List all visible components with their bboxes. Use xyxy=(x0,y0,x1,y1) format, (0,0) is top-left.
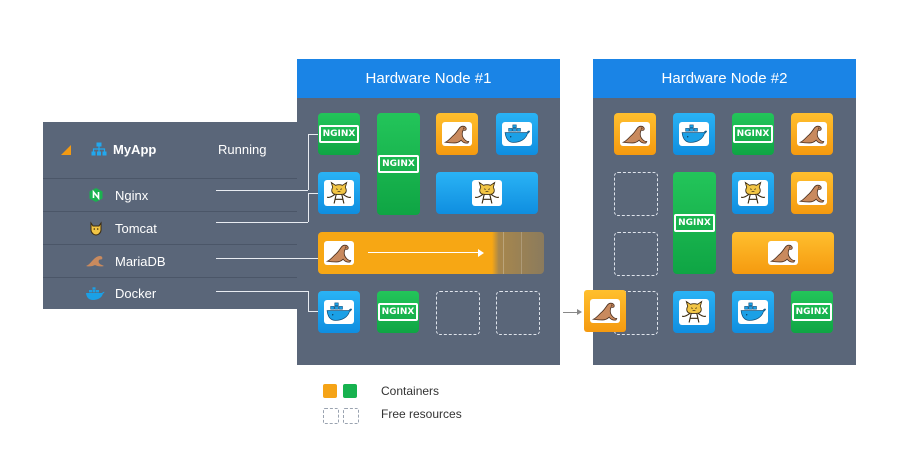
connector-line xyxy=(308,134,318,135)
scale-arrow-head xyxy=(478,249,484,257)
app-status: Running xyxy=(218,142,267,157)
connector-line xyxy=(216,258,318,259)
row-divider xyxy=(43,178,299,179)
mariadb-container[interactable] xyxy=(436,113,478,155)
component-row-tomcat[interactable]: Tomcat xyxy=(43,212,299,244)
component-label: MariaDB xyxy=(115,254,166,269)
nginx-icon: NGINX xyxy=(378,155,419,173)
nginx-icon: NGINX xyxy=(674,214,715,232)
docker-icon xyxy=(324,300,354,324)
docker-icon xyxy=(738,300,768,324)
free-slot xyxy=(496,291,540,335)
free-slot xyxy=(436,291,480,335)
mariadb-icon xyxy=(768,241,798,265)
tomcat-container[interactable] xyxy=(673,291,715,333)
nginx-icon: NGINX xyxy=(791,303,833,321)
docker-container[interactable] xyxy=(318,291,360,333)
mariadb-icon xyxy=(620,122,650,146)
free-slot xyxy=(614,172,658,216)
nginx-container[interactable]: NGINX xyxy=(318,113,360,155)
collapse-triangle-icon[interactable] xyxy=(61,145,71,155)
nginx-container[interactable]: NGINX xyxy=(791,291,833,333)
mariadb-container-wide[interactable] xyxy=(732,232,834,274)
connector-line xyxy=(216,190,308,191)
row-divider xyxy=(43,277,299,278)
mariadb-icon xyxy=(590,299,620,323)
mariadb-icon xyxy=(797,122,827,146)
nginx-icon xyxy=(88,187,104,203)
mariadb-icon xyxy=(85,254,105,268)
mariadb-icon xyxy=(324,241,354,265)
docker-container[interactable] xyxy=(496,113,538,155)
node-2-header: Hardware Node #2 xyxy=(593,59,856,98)
tomcat-icon xyxy=(88,220,104,236)
app-header-row[interactable]: MyApp Running xyxy=(43,122,299,178)
connector-line xyxy=(308,134,309,190)
migration-arrow xyxy=(563,312,577,313)
docker-icon xyxy=(679,122,709,146)
migration-arrow-head xyxy=(577,309,582,315)
app-hierarchy-icon xyxy=(91,142,107,156)
connector-line xyxy=(308,311,318,312)
legend-swatch-orange xyxy=(323,384,337,398)
mariadb-icon xyxy=(442,122,472,146)
scale-step-divider xyxy=(521,232,522,274)
row-divider xyxy=(43,244,299,245)
scale-arrow xyxy=(368,252,480,253)
legend-swatch-green xyxy=(343,384,357,398)
tomcat-container[interactable] xyxy=(318,172,360,214)
component-row-nginx[interactable]: Nginx xyxy=(43,179,299,211)
app-name: MyApp xyxy=(113,142,157,157)
mariadb-container[interactable] xyxy=(791,172,833,214)
docker-container[interactable] xyxy=(732,291,774,333)
tomcat-icon xyxy=(472,180,502,206)
component-row-mariadb[interactable]: MariaDB xyxy=(43,245,299,277)
node-1-header: Hardware Node #1 xyxy=(297,59,560,98)
legend-containers: Containers xyxy=(381,384,440,398)
mariadb-scaling-container[interactable] xyxy=(318,232,544,274)
nginx-icon: NGINX xyxy=(377,303,419,321)
nginx-container[interactable]: NGINX xyxy=(377,291,419,333)
component-label: Tomcat xyxy=(115,221,157,236)
nginx-icon: NGINX xyxy=(318,125,360,143)
tomcat-icon xyxy=(679,299,709,325)
mariadb-container[interactable] xyxy=(614,113,656,155)
connector-line xyxy=(308,193,318,194)
legend-free-resources: Free resources xyxy=(381,407,462,421)
application-panel: MyApp Running Nginx Tomcat MariaDB Docke… xyxy=(43,122,299,309)
docker-icon xyxy=(502,122,532,146)
nginx-container-large[interactable]: NGINX xyxy=(673,172,716,274)
free-slot xyxy=(614,232,658,276)
component-label: Nginx xyxy=(115,188,149,203)
nginx-container[interactable]: NGINX xyxy=(732,113,774,155)
migrating-mariadb-container[interactable] xyxy=(584,290,626,332)
tomcat-icon xyxy=(324,180,354,206)
nginx-container-large[interactable]: NGINX xyxy=(377,113,420,215)
mariadb-icon xyxy=(797,181,827,205)
nginx-icon: NGINX xyxy=(732,125,774,143)
docker-icon xyxy=(85,287,105,301)
legend-swatch-free xyxy=(323,408,339,424)
mariadb-container[interactable] xyxy=(791,113,833,155)
tomcat-icon xyxy=(738,180,768,206)
scale-step-divider xyxy=(503,232,504,274)
docker-container[interactable] xyxy=(673,113,715,155)
legend-swatch-free xyxy=(343,408,359,424)
connector-line xyxy=(216,222,308,223)
connector-line xyxy=(308,291,309,311)
connector-line xyxy=(216,291,308,292)
component-label: Docker xyxy=(115,286,157,301)
row-divider xyxy=(43,211,299,212)
connector-line xyxy=(308,193,309,222)
tomcat-container-wide[interactable] xyxy=(436,172,538,214)
component-row-docker[interactable]: Docker xyxy=(43,278,299,309)
tomcat-container[interactable] xyxy=(732,172,774,214)
